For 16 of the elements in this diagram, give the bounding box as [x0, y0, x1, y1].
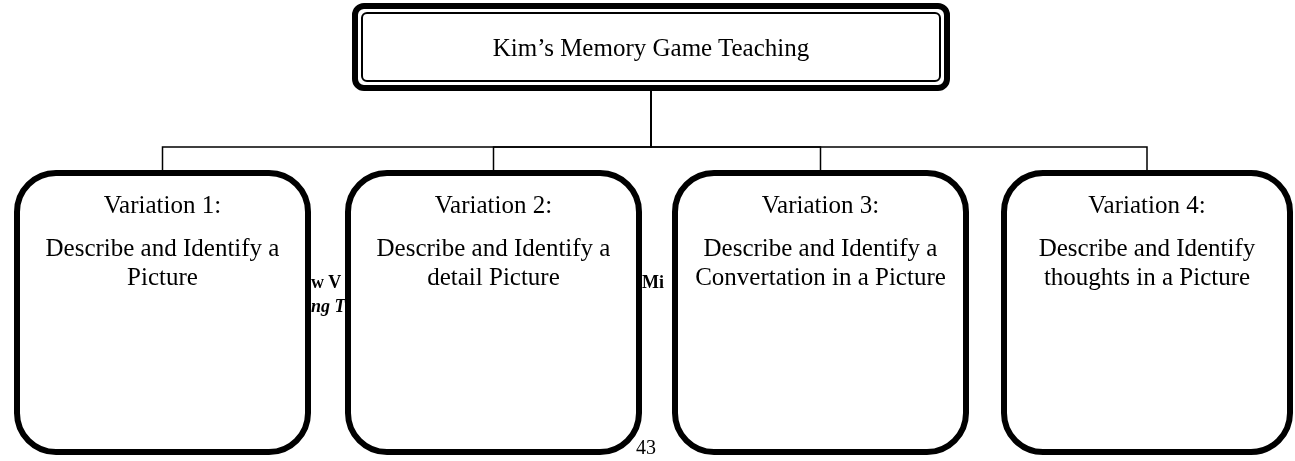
- variation-description: Describe and Identify thoughts in a Picture: [1037, 233, 1257, 291]
- variation-box: [1001, 170, 1293, 455]
- variation-description: Describe and Identify a Convertation in a Picture: [694, 233, 947, 291]
- variation-description: Describe and Identify a Picture: [44, 233, 281, 291]
- variation-box: [14, 170, 311, 455]
- variation-heading: Variation 1:: [102, 190, 223, 219]
- variation-description: Describe and Identify a detail Picture: [375, 233, 612, 291]
- variation-heading: Variation 3:: [760, 190, 881, 219]
- variation-heading: Variation 2:: [433, 190, 554, 219]
- text-fragment: 43: [636, 436, 656, 459]
- text-fragment: w V: [311, 272, 342, 293]
- variation-box: [672, 170, 969, 455]
- title-box: [352, 3, 950, 91]
- text-fragment: Mi: [642, 272, 664, 293]
- title-text: Kim’s Memory Game Teaching: [492, 32, 810, 62]
- variation-heading: Variation 4:: [1087, 190, 1207, 219]
